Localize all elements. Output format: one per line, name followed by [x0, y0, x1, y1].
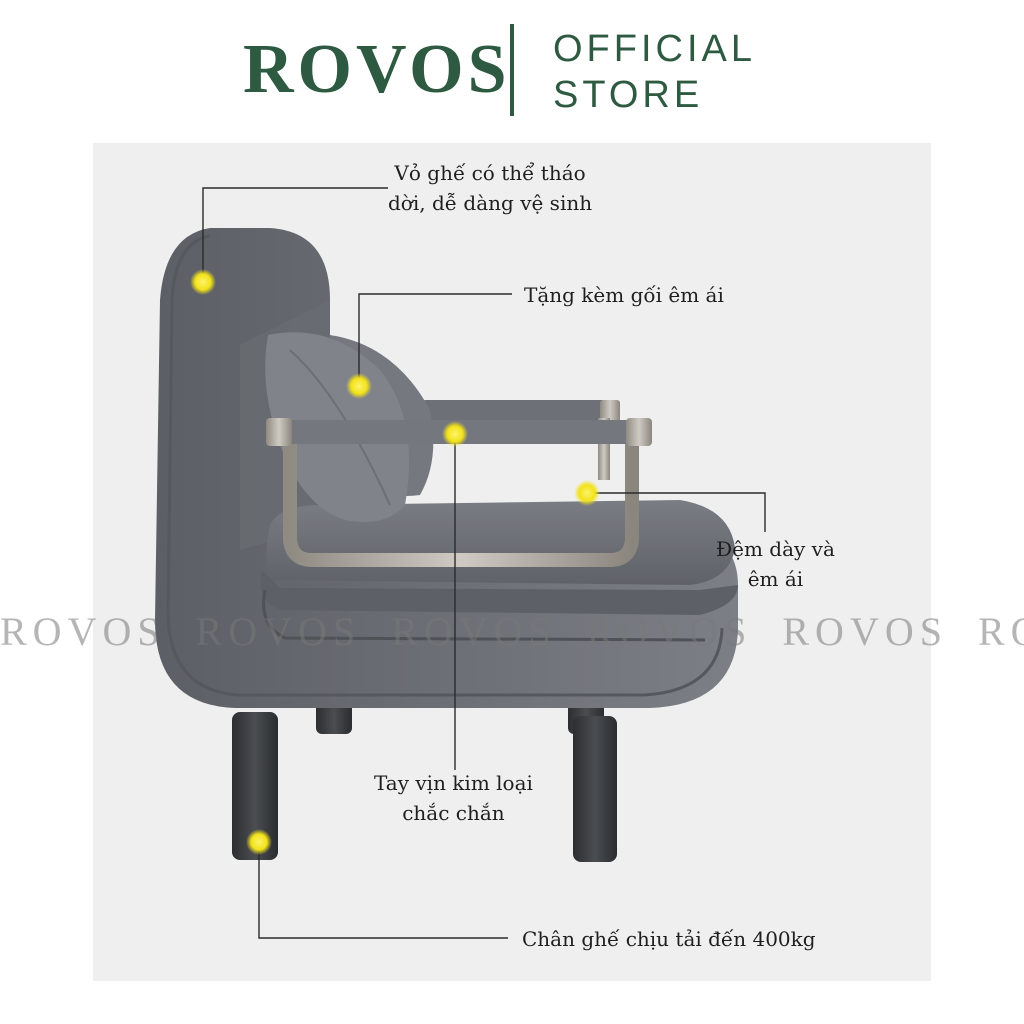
brand-divider — [510, 24, 514, 116]
callout-armrest-line1: Tay vịn kim loại — [374, 771, 533, 795]
watermark-strip: ROVOS ROVOS ROVOS ROVOS ROVOS ROVOS — [0, 607, 1024, 657]
callout-cushion-line2: êm ái — [747, 567, 804, 591]
watermark-text: ROVOS — [977, 609, 1024, 654]
front-left-leg — [232, 712, 278, 860]
highlight-dots — [190, 269, 600, 855]
store-line-1: OFFICIAL — [553, 28, 757, 70]
brand-logo: ROVOS — [243, 31, 511, 108]
callout-armrest: Tay vịn kim loại chắc chắn — [374, 768, 533, 828]
store-tagline: OFFICIAL STORE — [553, 26, 756, 118]
watermark-text: ROVOS — [0, 609, 166, 654]
sofa-chair-illustration — [155, 187, 766, 939]
watermark-text: ROVOS — [391, 609, 557, 654]
fold-seam — [262, 589, 706, 642]
callout-cover-line2: dời, dễ dàng vệ sinh — [388, 191, 593, 215]
callout-armrest-line2: chắc chắn — [402, 801, 505, 825]
callout-cover-line1: Vỏ ghế có thể tháo — [394, 161, 586, 185]
watermark-text: ROVOS — [195, 609, 362, 654]
frame-seam — [166, 234, 724, 697]
callout-legs-line1: Chân ghế chịu tải đến 400kg — [522, 927, 816, 951]
watermark-text: ROVOS — [782, 609, 948, 654]
back-armrest — [420, 400, 620, 422]
callout-cushion: Đệm dày và êm ái — [716, 534, 835, 594]
callout-pillow: Tặng kèm gối êm ái — [524, 280, 724, 310]
store-line-2: STORE — [553, 74, 704, 116]
header: ROVOS OFFICIAL STORE — [0, 0, 1024, 140]
callout-cushion-line1: Đệm dày và — [716, 537, 835, 561]
callout-cover: Vỏ ghế có thể tháo dời, dễ dàng vệ sinh — [388, 158, 592, 218]
metal-armrest-frame — [283, 440, 639, 567]
cushion-fold — [260, 570, 738, 615]
callout-lines — [202, 187, 766, 939]
front-right-leg — [573, 716, 617, 862]
callout-legs: Chân ghế chịu tải đến 400kg — [522, 924, 816, 954]
callout-pillow-line1: Tặng kèm gối êm ái — [524, 283, 724, 307]
watermark-text: ROVOS — [586, 609, 753, 654]
